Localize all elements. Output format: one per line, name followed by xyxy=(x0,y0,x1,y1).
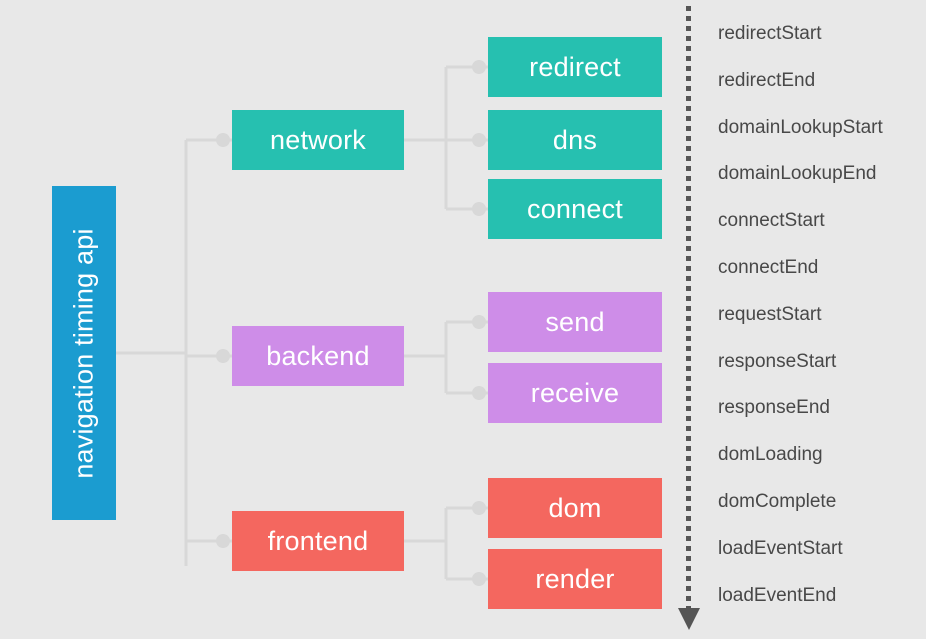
timeline-event-label: loadEventEnd xyxy=(718,584,837,606)
timeline-event-label: domLoading xyxy=(718,444,823,466)
node-step-redirect-label: redirect xyxy=(529,51,621,82)
node-phase-frontend[interactable]: frontend xyxy=(232,511,404,571)
node-phase-backend-label: backend xyxy=(266,340,370,371)
timeline-event-label: redirectStart xyxy=(718,23,822,44)
node-step-send-label: send xyxy=(545,306,605,337)
node-step-redirect[interactable]: redirect xyxy=(488,37,662,97)
node-step-receive-label: receive xyxy=(530,377,620,408)
timeline-event-label: responseEnd xyxy=(718,397,830,419)
node-root-label: navigation timing api xyxy=(68,227,99,479)
timeline-event-label: domainLookupEnd xyxy=(718,163,877,185)
node-step-dom-label: dom xyxy=(548,492,602,523)
timeline-axis xyxy=(686,6,694,612)
timeline-event-label: connectEnd xyxy=(718,257,819,278)
node-step-connect-label: connect xyxy=(527,193,623,224)
timeline-event-label: requestStart xyxy=(718,303,822,325)
timeline-dotted-line xyxy=(686,6,691,612)
node-step-dom[interactable]: dom xyxy=(488,478,662,538)
node-navigation-timing-api[interactable]: navigation timing api xyxy=(52,186,116,520)
node-phase-network[interactable]: network xyxy=(232,110,404,170)
node-step-receive[interactable]: receive xyxy=(488,363,662,423)
timeline-event-label: connectStart xyxy=(718,210,825,232)
timeline-arrow-down-icon xyxy=(678,608,700,630)
node-step-render[interactable]: render xyxy=(488,549,662,609)
timeline-event-label: redirectEnd xyxy=(718,69,816,91)
node-phase-network-label: network xyxy=(270,124,366,155)
timeline-event-label: responseStart xyxy=(718,350,837,372)
timeline-event-label: domComplete xyxy=(718,491,837,512)
node-step-send[interactable]: send xyxy=(488,292,662,352)
node-step-dns[interactable]: dns xyxy=(488,110,662,170)
node-step-dns-label: dns xyxy=(552,124,598,155)
node-step-render-label: render xyxy=(535,563,615,594)
timeline-event-label: domainLookupStart xyxy=(718,116,883,138)
timeline-event-label: loadEventStart xyxy=(718,537,843,559)
node-step-connect[interactable]: connect xyxy=(488,179,662,239)
node-phase-frontend-label: frontend xyxy=(267,525,369,556)
node-phase-backend[interactable]: backend xyxy=(232,326,404,386)
